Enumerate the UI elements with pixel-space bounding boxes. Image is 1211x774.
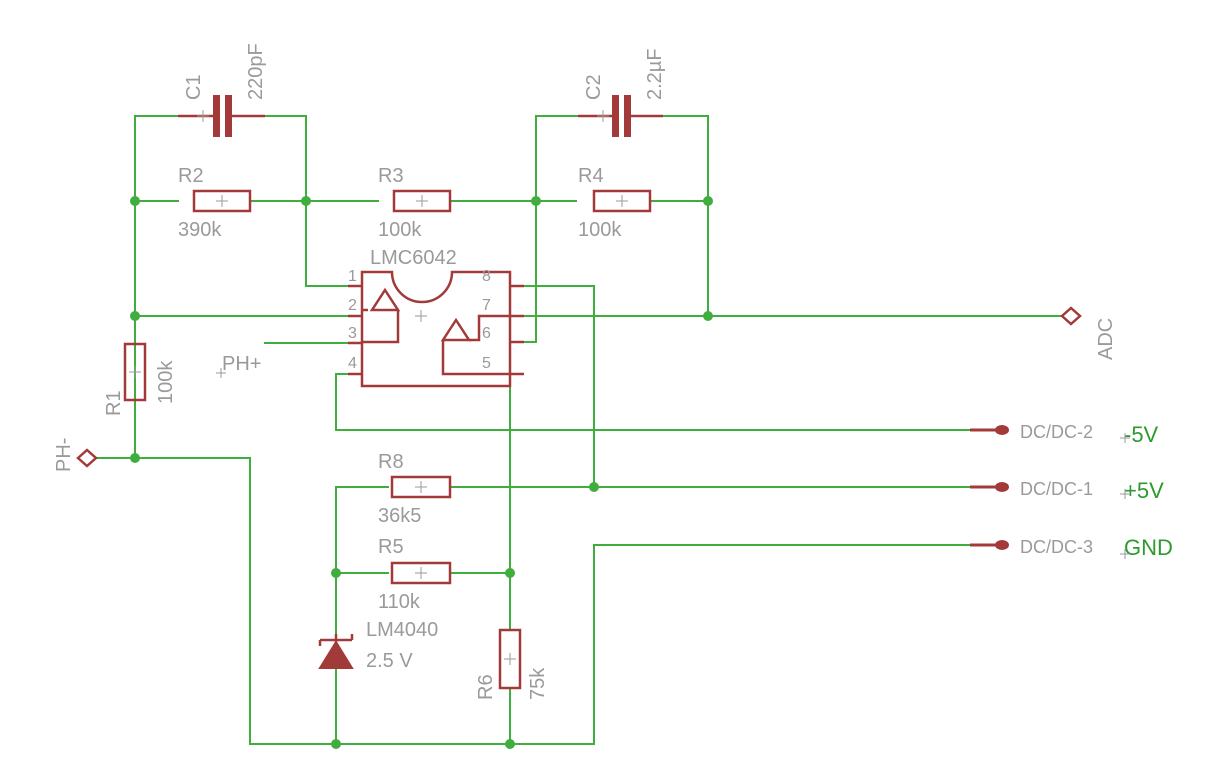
r8-value: 36k5 [378,505,421,527]
junction-dot [505,739,515,749]
u1-pin-5: 5 [482,355,491,372]
capacitor-c1[interactable] [178,95,265,137]
junction-dot [331,568,341,578]
net-plus-5v: +5V [1124,478,1164,503]
port-adc[interactable] [1060,306,1082,326]
u1-pin-6: 6 [482,325,491,342]
c1-value: 220pF [245,43,267,100]
capacitor-c2[interactable] [578,95,663,137]
junction-dot [531,196,541,206]
c2-value: 2.2µF [644,48,666,100]
junction-dot [331,739,341,749]
junctions [130,196,713,749]
wires [95,115,1063,745]
junction-dot [130,196,140,206]
r3-ref: R3 [378,165,404,187]
r1-value: 100k [155,360,177,404]
c1-ref: C1 [183,74,205,100]
u1-ref: LMC6042 [370,247,457,269]
resistor-r8[interactable] [390,475,452,499]
connector-dcdc1[interactable] [970,482,1009,492]
r8-ref: R8 [378,451,404,473]
c2-ref: C2 [583,74,605,100]
junction-dot [703,311,713,321]
dcdc3-label: DC/DC-3 [1020,537,1093,557]
r4-value: 100k [578,219,622,241]
u1-pin-2: 2 [348,297,357,314]
junction-dot [505,568,515,578]
r5-value: 110k [378,591,421,613]
resistor-r4[interactable] [592,189,652,213]
net-gnd: GND [1124,535,1173,560]
r1-ref: R1 [103,390,125,416]
u1-pin-3: 3 [348,325,357,342]
dcdc2-label: DC/DC-2 [1020,422,1093,442]
net-minus-5v: -5V [1124,422,1159,447]
resistor-r1[interactable] [123,342,147,402]
port-ph-minus[interactable] [76,448,98,468]
junction-dot [589,482,599,492]
r3-value: 100k [378,219,422,241]
port-ph-plus[interactable] [216,368,226,378]
d1-value: 2.5 V [366,650,413,672]
adc-label: ADC [1095,318,1117,360]
r5-ref: R5 [378,536,404,558]
zener-diode-lm4040[interactable] [318,634,354,669]
opamp-lmc6042[interactable] [348,270,524,388]
r2-value: 390k [178,219,222,241]
d1-ref: LM4040 [366,619,438,641]
dcdc1-label: DC/DC-1 [1020,479,1093,499]
ph-minus-label: PH- [53,438,75,472]
resistor-r2[interactable] [192,189,252,213]
resistor-r6[interactable] [498,628,522,690]
r6-ref: R6 [475,674,497,700]
u1-pin-1: 1 [348,268,357,285]
connector-dcdc3[interactable] [970,540,1009,550]
resistor-r3[interactable] [392,189,452,213]
resistor-r5[interactable] [390,561,452,585]
r6-value: 75k [527,667,549,700]
junction-dot [301,196,311,206]
ph-plus-label: PH+ [222,353,261,375]
r2-ref: R2 [178,165,204,187]
u1-pin-8: 8 [482,268,491,285]
junction-dot [130,453,140,463]
junction-dot [703,196,713,206]
u1-pin-7: 7 [482,297,491,314]
r4-ref: R4 [578,165,604,187]
u1-pin-4: 4 [348,355,357,372]
connector-dcdc2[interactable] [970,425,1009,435]
junction-dot [130,311,140,321]
